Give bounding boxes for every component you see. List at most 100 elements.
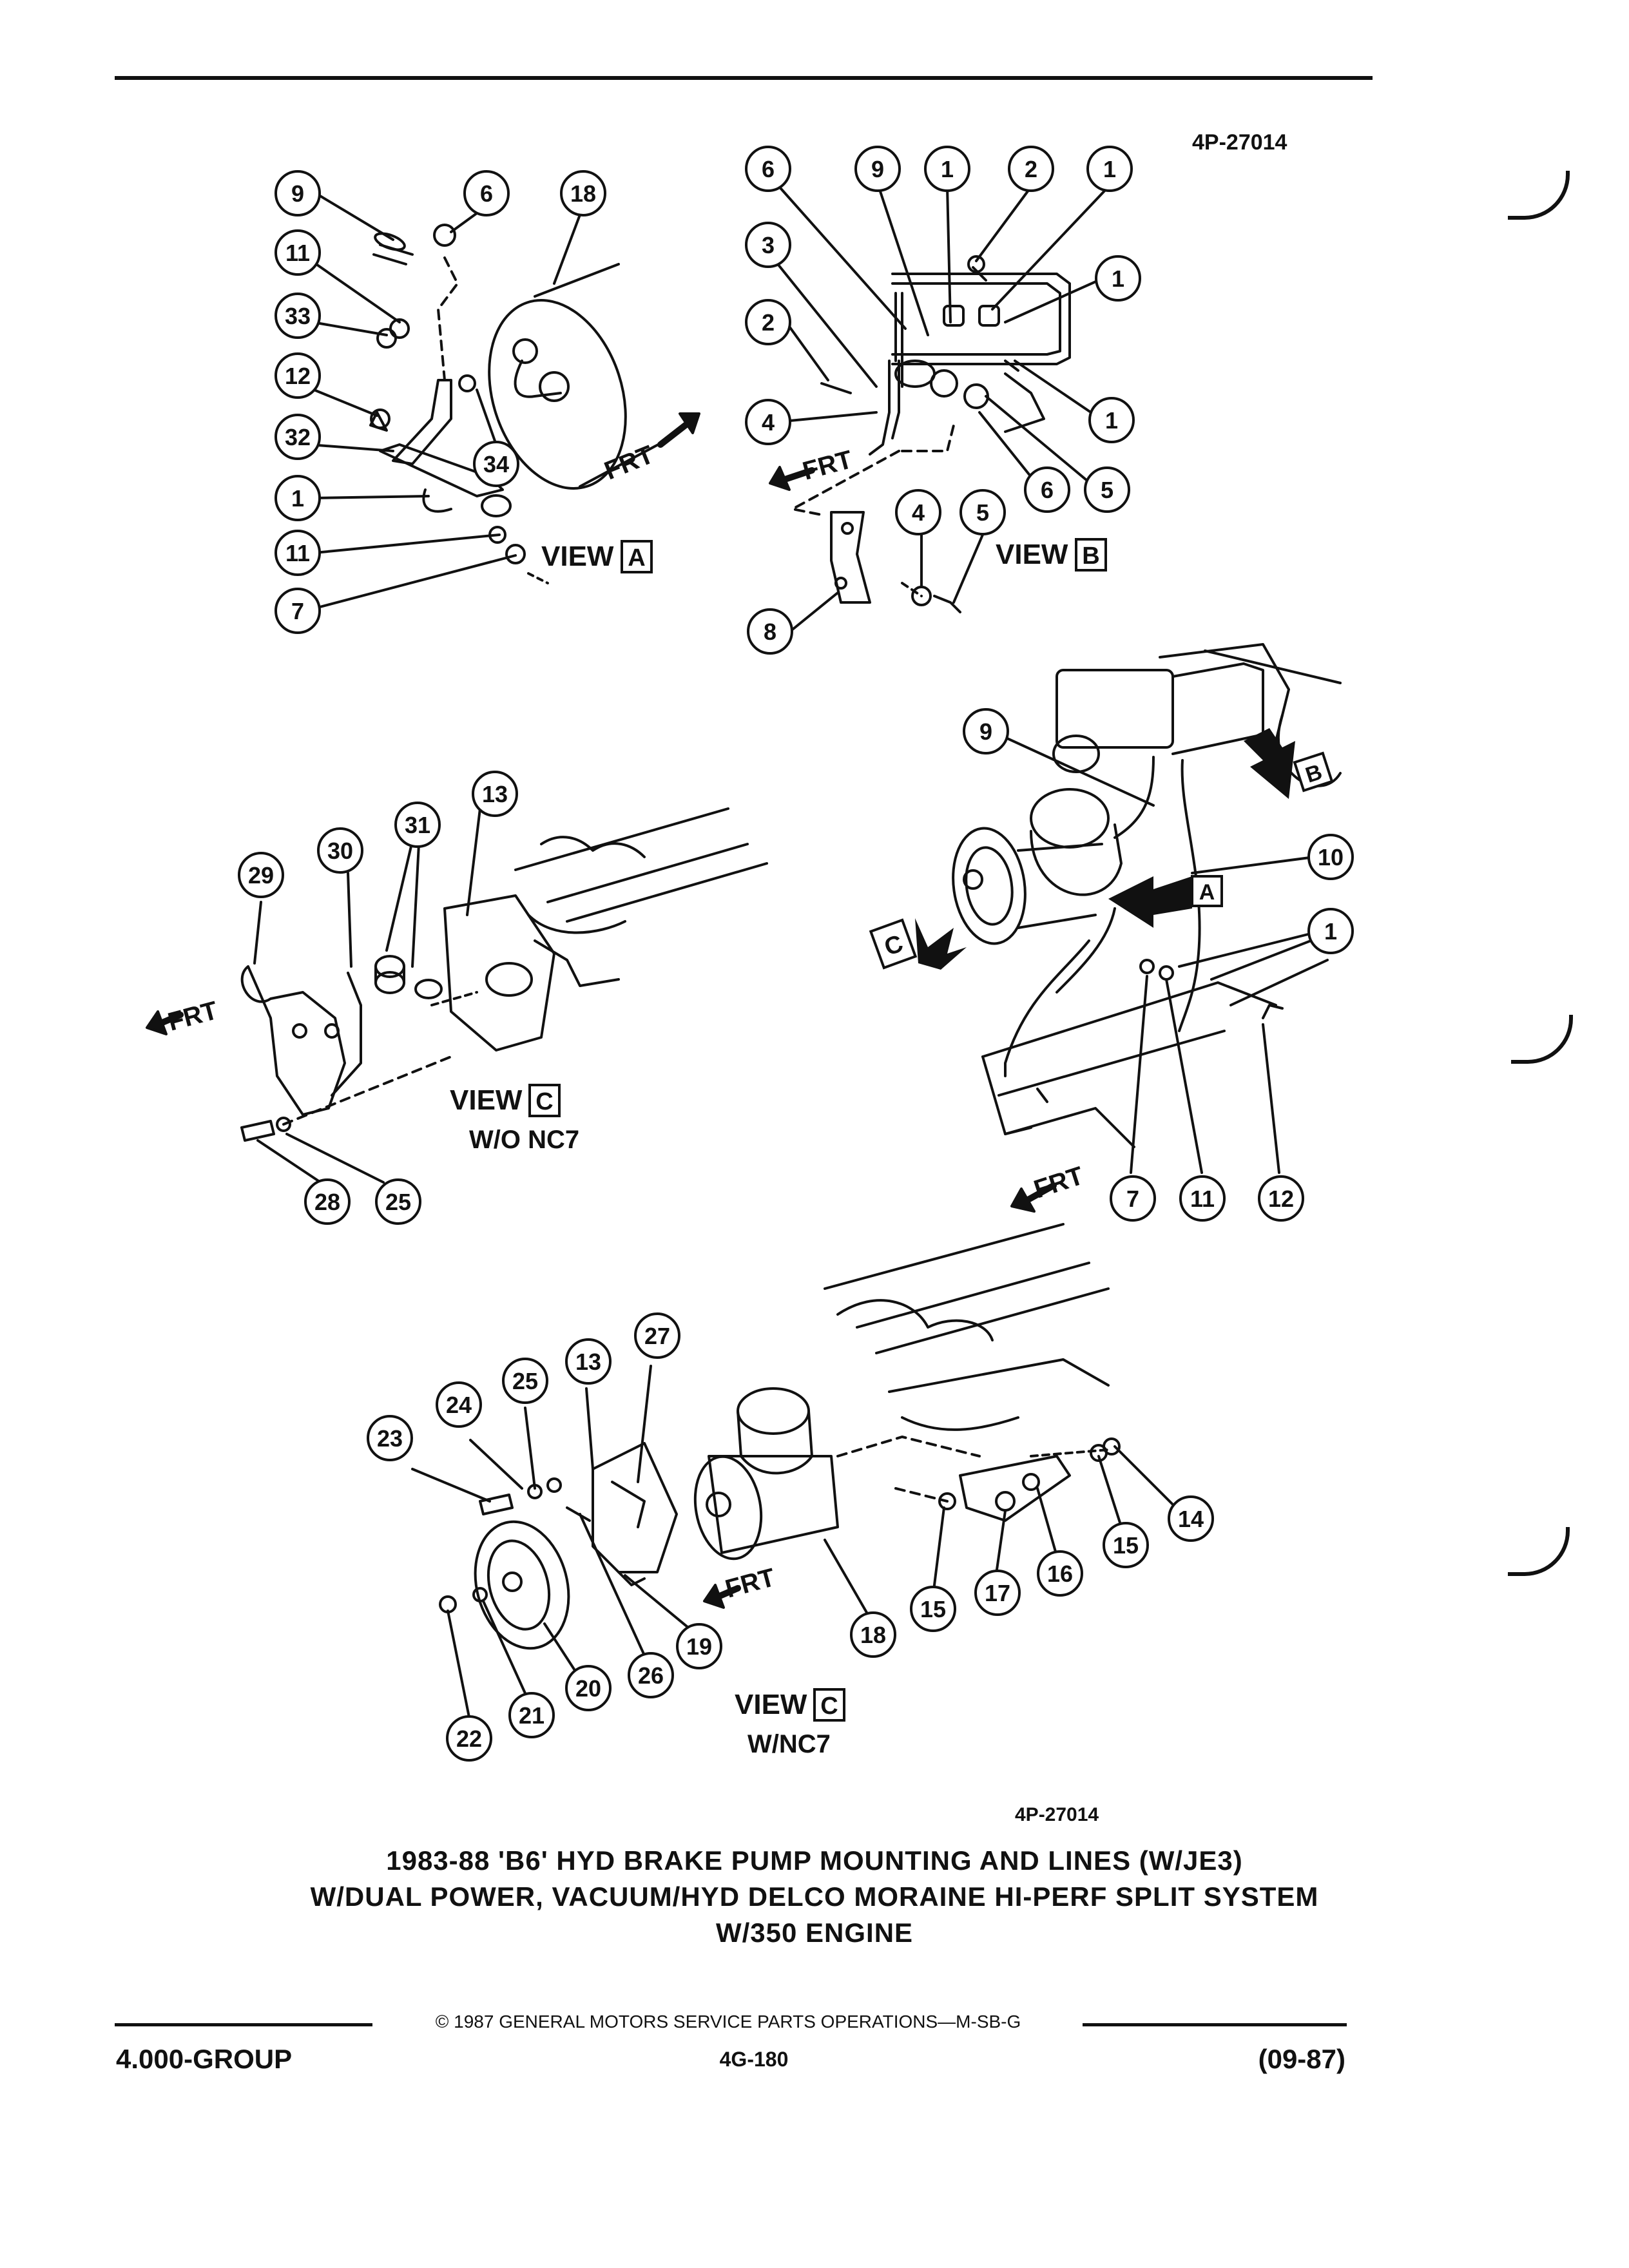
callout-circle — [446, 1715, 492, 1762]
callout-view-c-w-15: 21 — [508, 1692, 555, 1738]
callout-view-a-4: 11 — [275, 229, 321, 276]
callout-number: 11 — [1190, 1186, 1215, 1212]
view-a-word: VIEW — [541, 541, 614, 572]
callout-view-c-w-8: 16 — [1037, 1550, 1083, 1597]
revision-date: (09-87) — [1258, 2044, 1345, 2074]
callout-circle — [275, 475, 321, 521]
callout-view-b-2: 9 — [854, 146, 901, 192]
callout-number: 11 — [285, 540, 310, 566]
view-b-illustration — [769, 182, 1110, 636]
callout-number: 4 — [762, 409, 775, 436]
callout-number: 18 — [570, 180, 596, 207]
callout-circle — [1307, 834, 1354, 880]
callout-view-a-3: 18 — [560, 170, 606, 216]
callout-number: 6 — [762, 156, 775, 182]
callout-view-b-15: 8 — [747, 608, 793, 655]
callout-circle — [275, 293, 321, 339]
callout-number: 29 — [248, 862, 274, 889]
callout-view-c-w-12: 19 — [676, 1623, 722, 1669]
callout-circle — [850, 1611, 896, 1658]
callout-circle — [275, 352, 321, 399]
callout-view-c-wo-4: 29 — [238, 852, 284, 898]
callout-number: 3 — [762, 232, 775, 258]
callout-circle — [508, 1692, 555, 1738]
callout-view-c-wo-1: 13 — [472, 771, 518, 817]
main-view-illustration — [952, 643, 1342, 1213]
frt-label-view-c-wo: FRT — [165, 996, 221, 1037]
callout-circle — [1103, 1522, 1149, 1568]
callout-number: 27 — [644, 1323, 670, 1349]
callout-number: 1 — [291, 485, 304, 512]
callout-circle — [745, 146, 791, 192]
view-c-wo-letter: C — [535, 1088, 553, 1115]
callout-view-c-w-9: 17 — [974, 1570, 1021, 1616]
callout-circle — [959, 489, 1006, 535]
callout-number: 31 — [405, 812, 430, 838]
callout-circle — [1110, 1175, 1156, 1222]
callout-view-c-w-16: 22 — [446, 1715, 492, 1762]
callout-number: 18 — [860, 1622, 886, 1648]
callout-circle — [745, 399, 791, 445]
callout-circle — [275, 588, 321, 634]
callout-number: 8 — [764, 619, 776, 645]
frt-label-main: FRT — [1030, 1162, 1087, 1204]
view-c-w-letter: C — [820, 1693, 838, 1720]
callout-number: 17 — [985, 1580, 1010, 1606]
callout-view-c-w-1: 27 — [634, 1312, 680, 1359]
callout-view-c-w-5: 23 — [367, 1415, 413, 1461]
view-c-wo-label: VIEW C W/O NC7 — [450, 1084, 579, 1154]
callout-number: 10 — [1318, 844, 1344, 870]
callout-view-c-w-4: 24 — [436, 1381, 482, 1428]
callout-view-a-6: 12 — [275, 352, 321, 399]
footer-rule-left — [115, 2023, 372, 2026]
callout-circle — [472, 771, 518, 817]
callout-circle — [238, 852, 284, 898]
callout-number: 32 — [285, 424, 311, 450]
callout-number: 5 — [1101, 477, 1113, 503]
callout-number: 4 — [912, 499, 925, 526]
callout-number: 9 — [291, 180, 304, 207]
callout-circle — [565, 1665, 612, 1711]
callout-view-b-10: 1 — [1088, 397, 1135, 443]
callout-circle — [1024, 466, 1070, 513]
callout-circle — [1008, 146, 1054, 192]
callout-number: 2 — [1025, 156, 1037, 182]
callout-number: 21 — [519, 1702, 545, 1729]
callout-view-b-14: 5 — [959, 489, 1006, 535]
group-number: 4.000-GROUP — [116, 2044, 293, 2074]
callout-view-c-wo-6: 25 — [375, 1178, 421, 1225]
arrow-a-letter: A — [1199, 880, 1215, 905]
callout-view-a-1: 9 — [275, 170, 321, 216]
view-c-w-nc7-illustration — [411, 1223, 1181, 1725]
callout-view-c-w-3: 25 — [502, 1358, 548, 1404]
callout-circle — [1037, 1550, 1083, 1597]
arrow-a-indicator: A — [1108, 875, 1223, 928]
callout-view-b-11: 6 — [1024, 466, 1070, 513]
callout-view-c-w-11: 18 — [850, 1611, 896, 1658]
callout-number: 6 — [480, 180, 493, 207]
callout-main-6: 12 — [1258, 1175, 1304, 1222]
callout-view-b-12: 5 — [1084, 466, 1130, 513]
callout-circle — [634, 1312, 680, 1359]
callout-number: 19 — [686, 1633, 712, 1660]
callout-view-c-w-10: 15 — [910, 1586, 956, 1632]
callout-circle — [1179, 1175, 1226, 1222]
callout-main-1: 9 — [963, 708, 1009, 754]
callout-view-c-w-7: 15 — [1103, 1522, 1149, 1568]
callout-circle — [628, 1652, 674, 1698]
callout-main-2: 10 — [1307, 834, 1354, 880]
callout-circle — [375, 1178, 421, 1225]
view-b-letter: B — [1082, 543, 1099, 570]
copyright-line: © 1987 GENERAL MOTORS SERVICE PARTS OPER… — [435, 2012, 1021, 2032]
callout-number: 7 — [291, 598, 304, 624]
callout-view-a-8: 34 — [473, 441, 519, 487]
callout-number: 15 — [1113, 1532, 1139, 1559]
callout-number: 25 — [385, 1189, 411, 1215]
frt-label-view-a: FRT — [601, 440, 658, 485]
callout-circle — [1307, 908, 1354, 954]
callout-view-c-wo-2: 31 — [394, 802, 441, 848]
callout-view-b-4: 2 — [1008, 146, 1054, 192]
view-c-wo-nc7-illustration — [146, 807, 768, 1187]
figure-title: 1983-88 'B6' HYD BRAKE PUMP MOUNTING AND… — [0, 1843, 1629, 1951]
view-c-w-label: VIEW C W/NC7 — [735, 1688, 845, 1758]
